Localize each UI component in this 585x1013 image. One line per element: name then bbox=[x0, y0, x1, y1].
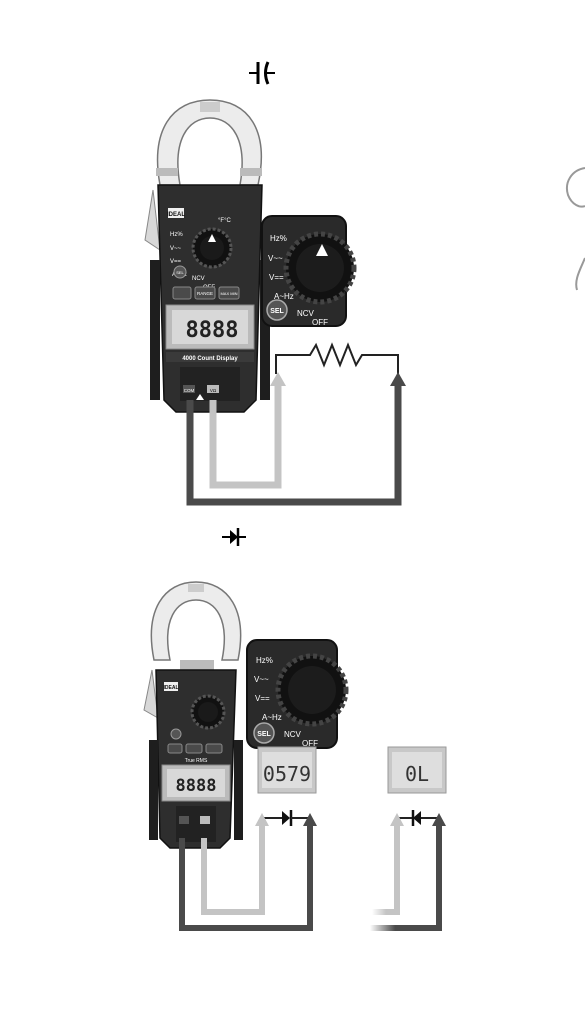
com-jack-label: COM bbox=[184, 388, 195, 393]
forward-bias-reading: 0579 bbox=[258, 747, 316, 793]
resistor-icon bbox=[276, 345, 398, 374]
reverse-reading-value: 0L bbox=[405, 762, 429, 786]
clamp-meter: IDEAL True RMS 8888 bbox=[144, 582, 243, 848]
dial-closeup: Hz% V~~ V== A~Hz NCV OFF SEL bbox=[247, 640, 346, 748]
range-button[interactable] bbox=[186, 744, 202, 753]
dial-label-vac: V~~ bbox=[170, 246, 182, 252]
volt-ohm-jack[interactable] bbox=[200, 816, 210, 824]
reverse-bias-reading: 0L bbox=[388, 747, 446, 793]
range-button-label: RANGE bbox=[197, 291, 213, 296]
count-display-caption: 4000 Count Display bbox=[182, 356, 238, 362]
dial-label-vdc: V== bbox=[170, 259, 182, 265]
sel-button-label: SEL bbox=[176, 270, 184, 275]
lcd-reading: 8888 bbox=[176, 776, 217, 796]
volt-ohm-jack-label: VΩ bbox=[210, 388, 217, 393]
capacitor-symbol-icon bbox=[249, 62, 275, 84]
closeup-sel-label: SEL bbox=[257, 731, 271, 738]
closeup-label-off: OFF bbox=[312, 318, 328, 327]
closeup-sel-label: SEL bbox=[270, 308, 284, 315]
diode-symbol-icon bbox=[222, 528, 246, 546]
brand-logo: IDEAL bbox=[167, 212, 185, 218]
dial-label-temp: °F°C bbox=[218, 218, 231, 224]
clamp-jaw bbox=[151, 582, 240, 660]
closeup-label-hz: Hz% bbox=[270, 234, 287, 243]
lcd-reading: 8888 bbox=[186, 318, 239, 343]
hold-button[interactable] bbox=[173, 287, 191, 299]
closeup-label-vac: V~~ bbox=[268, 254, 283, 263]
closeup-label-vdc: V== bbox=[269, 273, 284, 282]
dial-closeup: Hz% V~~ V== A~Hz NCV OFF SEL bbox=[262, 216, 354, 327]
max-min-button[interactable] bbox=[206, 744, 222, 753]
brand-logo: IDEAL bbox=[164, 685, 179, 691]
dial-label-ncv: NCV bbox=[192, 276, 205, 282]
com-jack[interactable] bbox=[179, 816, 189, 824]
closeup-label-hz: Hz% bbox=[256, 656, 273, 665]
max-min-button-label: MAX MIN bbox=[220, 291, 237, 296]
clamp-meter: IDEAL °F°C Hz% V~~ V== A~Hz NCV OFF SEL … bbox=[145, 100, 270, 412]
closeup-label-ncv: NCV bbox=[297, 309, 315, 318]
closeup-label-amp: A~Hz bbox=[262, 713, 282, 722]
closeup-label-vdc: V== bbox=[255, 694, 270, 703]
diode-component-icon bbox=[262, 810, 310, 826]
forward-reading-value: 0579 bbox=[263, 762, 311, 786]
true-rms-caption: True RMS bbox=[185, 758, 208, 764]
closeup-label-ncv: NCV bbox=[284, 730, 302, 739]
black-test-lead bbox=[372, 813, 404, 915]
closeup-label-vac: V~~ bbox=[254, 675, 269, 684]
cropped-probe-graphic bbox=[567, 168, 585, 290]
sel-button[interactable] bbox=[171, 729, 181, 739]
dial-label-hz: Hz% bbox=[170, 232, 183, 238]
hold-button[interactable] bbox=[168, 744, 182, 753]
